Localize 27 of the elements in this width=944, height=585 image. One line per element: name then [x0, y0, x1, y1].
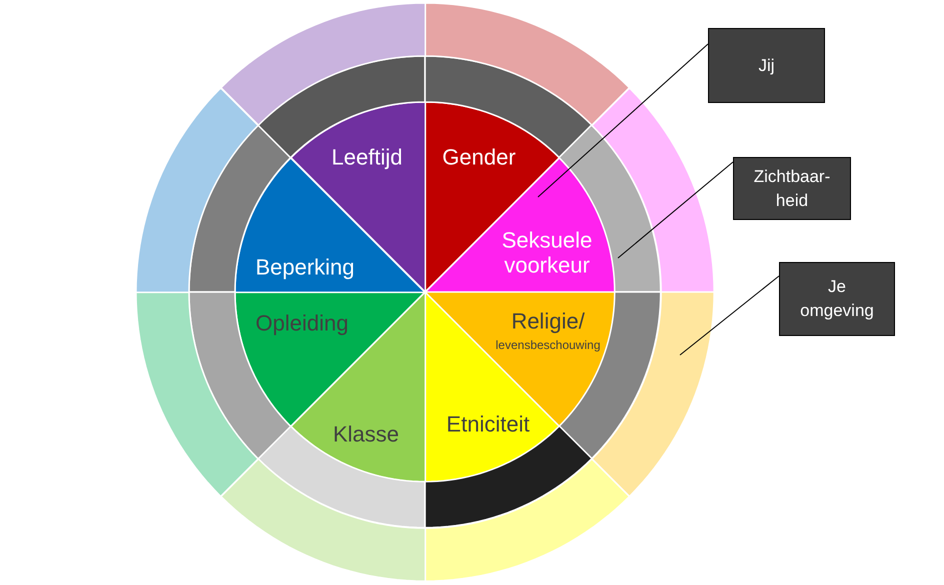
sector-label: Religie/: [511, 308, 585, 334]
outer-ring-segment: [220, 3, 425, 126]
outer-ring-segment: [425, 458, 630, 581]
inner-ring-segment: [258, 426, 425, 528]
wheel-sector: [235, 292, 425, 426]
sector-label: Etniciteit: [446, 411, 530, 437]
sector-label: levensbeschouwing: [496, 339, 600, 353]
outer-ring-segment: [592, 88, 714, 292]
sector-label: Klasse: [332, 421, 399, 447]
sector-label: Gender: [442, 144, 516, 170]
outer-ring-segment: [136, 88, 258, 292]
outer-ring-segment: [220, 458, 425, 581]
callout-text: Jij: [758, 54, 775, 77]
sector-label: Seksuele voorkeur: [500, 228, 594, 278]
outer-ring-segment: [136, 292, 258, 496]
leader-line: [680, 276, 780, 356]
leader-line: [538, 44, 708, 198]
callout-box: [733, 157, 851, 220]
callout-text: Je omgeving: [799, 276, 875, 322]
callout-text: Zichtbaar- heid: [752, 166, 832, 212]
sector-label: Beperking: [255, 254, 355, 280]
sector-label: Leeftijd: [332, 144, 402, 170]
callout-box: [708, 28, 825, 103]
callout-box: [779, 262, 895, 336]
sector-label: Opleiding: [256, 310, 348, 336]
leader-line: [618, 162, 734, 258]
outer-ring-segment: [425, 3, 630, 126]
